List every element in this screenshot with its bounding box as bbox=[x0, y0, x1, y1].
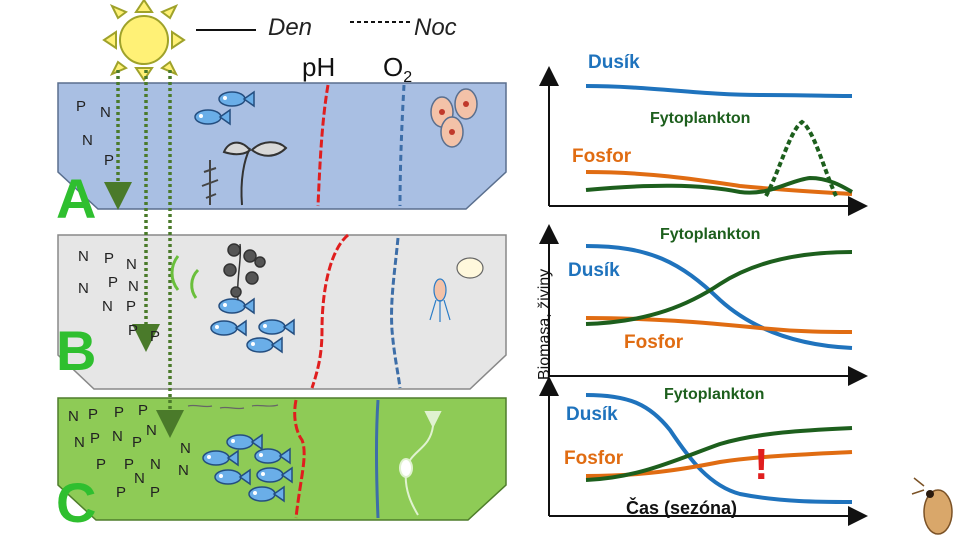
nutrient-label: N bbox=[74, 434, 85, 451]
legend-night-label: Noc bbox=[414, 14, 457, 41]
light-rays bbox=[104, 70, 184, 438]
nutrient-label: P bbox=[132, 434, 143, 451]
nutrient-label: P bbox=[90, 430, 101, 447]
nutrient-label: N bbox=[112, 428, 123, 445]
ph-header: pH bbox=[302, 52, 336, 82]
graph-c-phyto-curve bbox=[585, 426, 853, 482]
graph-c-nitrogen-label: Dusík bbox=[566, 404, 618, 425]
o2-header: O2 bbox=[383, 52, 412, 87]
nutrient-label: P bbox=[108, 274, 119, 291]
graph-c-nitrogen-curve bbox=[585, 393, 853, 504]
surface-scum bbox=[187, 404, 279, 410]
rotifer-icon bbox=[429, 257, 484, 322]
nutrient-label: N bbox=[150, 456, 161, 473]
nutrient-label: N bbox=[102, 298, 113, 315]
graph-a-phosphorus-label: Fosfor bbox=[572, 146, 632, 167]
nutrient-label: N bbox=[178, 462, 189, 479]
legend-day-label: Den bbox=[268, 14, 313, 41]
graph-a-phyto-label: Fytoplankton bbox=[650, 110, 751, 127]
plant-seedling-icon bbox=[222, 141, 288, 206]
graph-c-phosphorus-label: Fosfor bbox=[564, 448, 624, 469]
nutrient-label: N bbox=[78, 248, 89, 265]
nutrient-label: P bbox=[76, 98, 87, 115]
graph-c-phosphorus-curve bbox=[585, 450, 853, 478]
nutrient-label: N bbox=[180, 440, 191, 457]
graph-b-phosphorus-label: Fosfor bbox=[624, 332, 684, 353]
o2-header-text: O bbox=[383, 52, 404, 82]
nutrient-label: P bbox=[116, 484, 127, 501]
graph-c-phyto-label: Fytoplankton bbox=[664, 386, 765, 403]
graph-b-phyto-curve bbox=[585, 250, 853, 326]
panel-c-letter: C bbox=[56, 471, 97, 534]
nutrient-label: N bbox=[146, 422, 157, 439]
nutrient-label: P bbox=[138, 402, 149, 419]
nutrient-label: P bbox=[114, 404, 125, 421]
graph-x-axis-label: Čas (sezóna) bbox=[626, 498, 738, 518]
plant-weed-icon bbox=[201, 160, 219, 205]
nutrient-label: P bbox=[150, 328, 161, 345]
nutrient-label: N bbox=[78, 280, 89, 297]
graph-a-phosphorus-curve bbox=[585, 170, 853, 196]
nutrient-label: P bbox=[104, 152, 115, 169]
nutrient-label: N bbox=[128, 278, 139, 295]
nutrient-label: P bbox=[150, 484, 161, 501]
ph-lines bbox=[293, 84, 350, 519]
graph-y-axis-label: Biomasa, živiny bbox=[536, 268, 553, 380]
nutrient-label: N bbox=[100, 104, 111, 121]
graph-a-phyto-peak-curve bbox=[764, 119, 838, 197]
nutrient-label: P bbox=[124, 456, 135, 473]
panel-b-letter: B bbox=[56, 319, 97, 382]
sun-icon bbox=[102, 0, 186, 82]
nutrient-label: N bbox=[82, 132, 93, 149]
vorticella-icon bbox=[399, 411, 442, 516]
water-flea-icon bbox=[911, 477, 953, 535]
panel-a-letter: A bbox=[56, 167, 97, 230]
nutrient-label: N bbox=[126, 256, 137, 273]
nutrient-label: P bbox=[128, 322, 139, 339]
nutrient-label: N bbox=[68, 408, 79, 425]
nutrient-label: P bbox=[88, 406, 99, 423]
graph-b-nitrogen-curve bbox=[585, 244, 853, 350]
nutrient-label: P bbox=[104, 250, 115, 267]
o2-lines bbox=[375, 84, 406, 519]
graph-b-nitrogen-label: Dusík bbox=[568, 260, 620, 281]
macrophyte-icon bbox=[223, 243, 266, 301]
graph-a-nitrogen-curve bbox=[585, 84, 853, 98]
nutrient-label: N bbox=[134, 470, 145, 487]
graph-axes bbox=[539, 66, 868, 526]
algae-icon bbox=[170, 255, 200, 299]
graph-c-warning-mark: ! bbox=[754, 440, 769, 489]
graph-a-nitrogen-label: Dusík bbox=[588, 52, 640, 73]
nutrient-label: P bbox=[96, 456, 107, 473]
nutrient-label: P bbox=[126, 298, 137, 315]
daphnia-icon bbox=[430, 88, 478, 148]
o2-subscript: 2 bbox=[403, 69, 413, 87]
graph-b-phyto-label: Fytoplankton bbox=[660, 226, 761, 243]
